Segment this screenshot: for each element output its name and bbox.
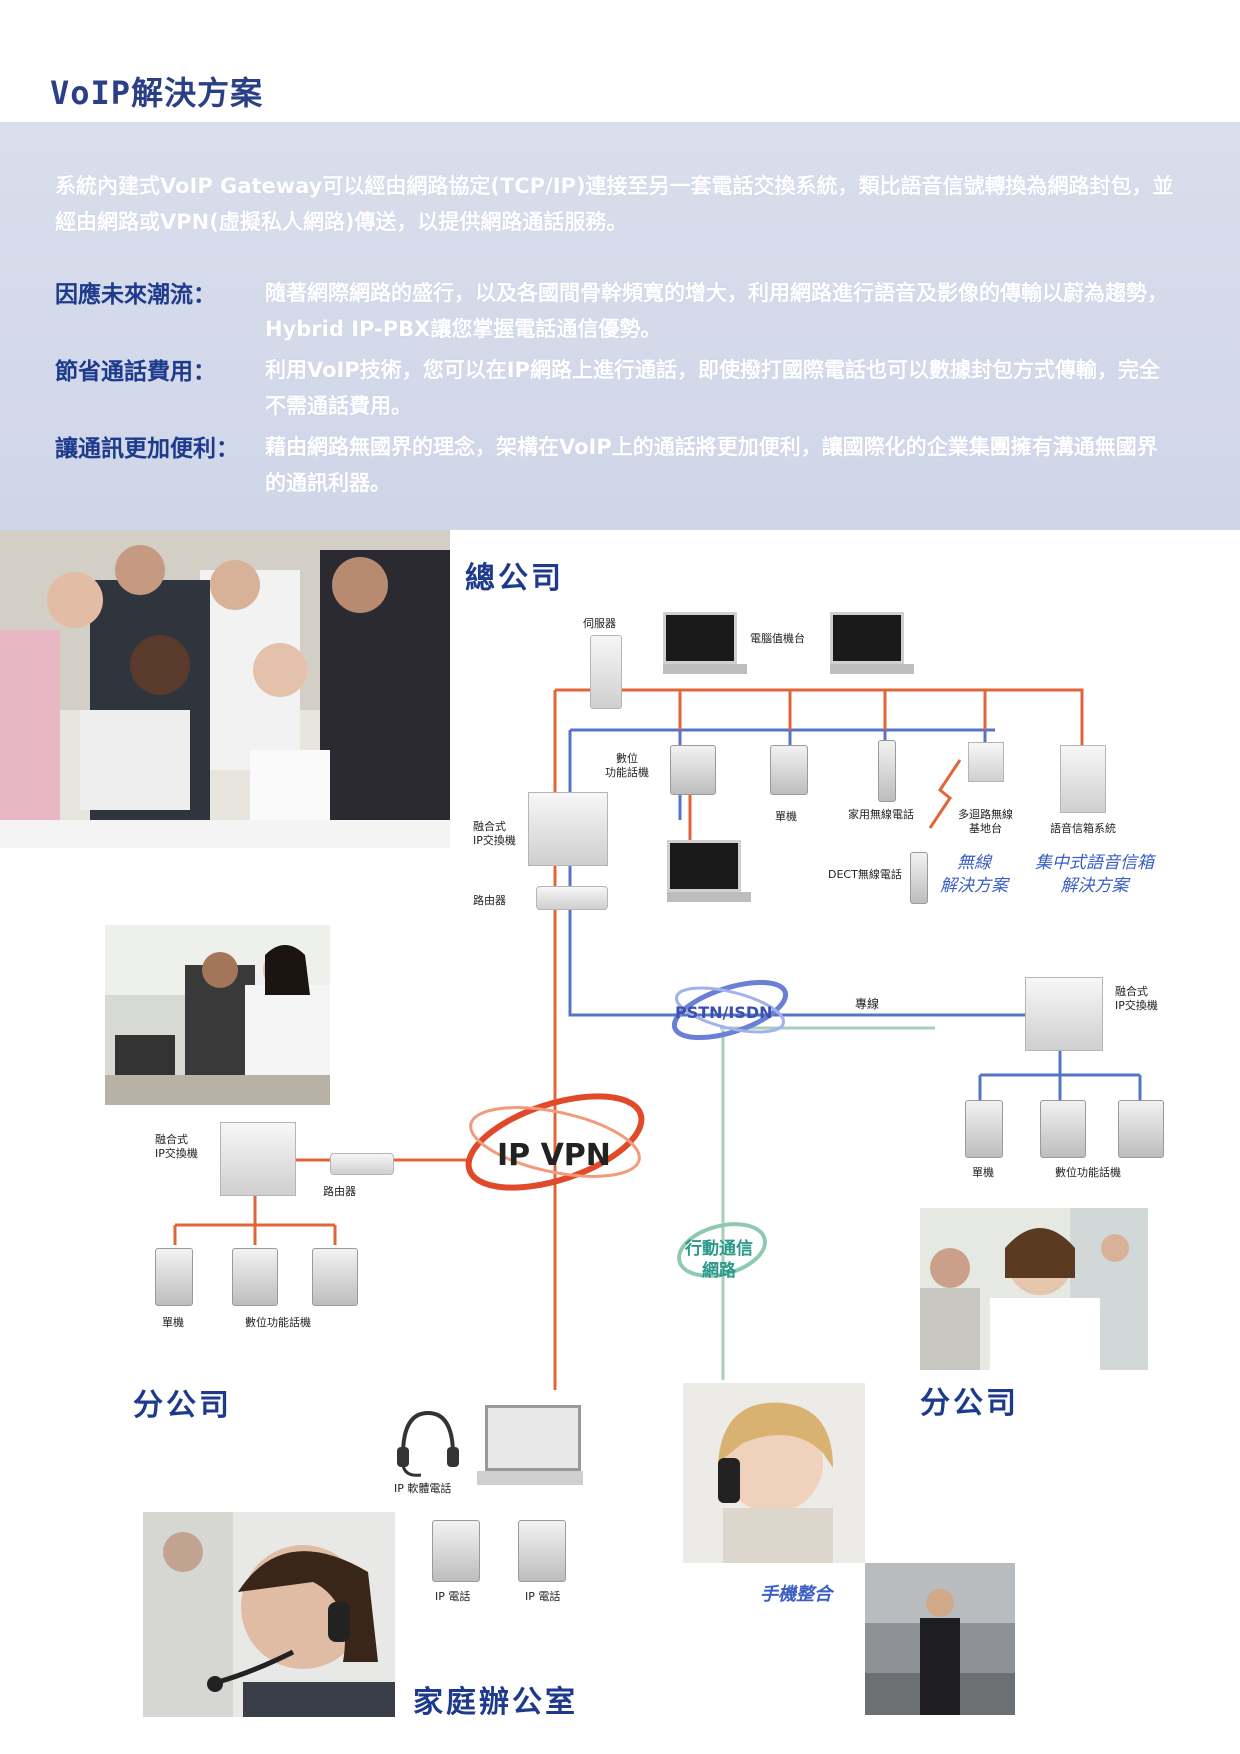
right-branch-digital-phone-icon xyxy=(1040,1100,1086,1158)
hq-router-label: 路由器 xyxy=(473,894,506,907)
left-branch-router-label: 路由器 xyxy=(323,1185,356,1198)
branch-phone-photo xyxy=(920,1208,1148,1370)
ip-vpn-ring-icon xyxy=(465,1093,645,1191)
hq-pbx-label: 融合式 IP交換機 xyxy=(473,820,516,847)
voicemail-system-icon xyxy=(1060,745,1106,813)
single-phone-label: 單機 xyxy=(775,810,797,823)
single-phone-icon xyxy=(770,745,808,795)
headset-icon xyxy=(397,1410,459,1477)
feature-label-trend: 因應未來潮流： xyxy=(55,282,216,308)
mobile-woman-photo xyxy=(683,1383,865,1563)
dect-phone-icon xyxy=(910,852,928,904)
hq-pbx-icon xyxy=(528,792,608,866)
feature-text-trend: 隨著網際網路的盛行，以及各國間骨幹頻寬的增大，利用網路進行語音及影像的傳輸以蔚為… xyxy=(265,281,1168,341)
laptop-console-icon xyxy=(663,612,747,674)
right-branch-single-phone-icon xyxy=(965,1100,1003,1158)
server-icon xyxy=(590,635,622,709)
multi-base-label: 多迴路無線 基地台 xyxy=(958,808,1013,835)
left-branch-digital-phone-icon-2 xyxy=(312,1248,358,1306)
left-branch-pbx-icon xyxy=(220,1122,296,1196)
left-branch-title: 分公司 xyxy=(133,1388,232,1423)
right-branch-digital-phone-icon-2 xyxy=(1118,1100,1164,1158)
left-branch-digital-phone-icon xyxy=(232,1248,278,1306)
left-branch-single-phone-icon xyxy=(155,1248,193,1306)
left-branch-single-label: 單機 xyxy=(162,1316,184,1329)
server-label: 伺服器 xyxy=(583,617,616,630)
team-photo xyxy=(0,530,450,848)
leased-line-label: 專線 xyxy=(855,997,880,1011)
digital-phone-label: 數位 功能話機 xyxy=(605,752,649,779)
intro-band xyxy=(0,122,1240,530)
dect-label: DECT無線電話 xyxy=(828,868,902,881)
home-cordless-label: 家用無線電話 xyxy=(848,808,914,821)
right-branch-pbx-icon xyxy=(1025,977,1103,1051)
ip-phone-icon-1 xyxy=(432,1520,480,1582)
cordless-phone-icon xyxy=(878,740,896,802)
pstn-ring-icon xyxy=(671,979,789,1041)
headset-operator-photo xyxy=(143,1512,395,1717)
ip-vpn-label: IP VPN xyxy=(497,1138,611,1173)
laptop-digital-icon xyxy=(667,840,751,902)
left-branch-digital-label: 數位功能話機 xyxy=(245,1316,311,1329)
ip-phone-label-1: IP 電話 xyxy=(435,1590,471,1603)
feature-label-savings: 節省通話費用： xyxy=(55,359,216,385)
mobile-network-label: 行動通信 網路 xyxy=(685,1239,753,1281)
softphone-laptop-icon xyxy=(477,1405,583,1485)
intro-text: 系統內建式VoIP Gateway可以經由網路協定(TCP/IP)連接至另一套電… xyxy=(55,174,1174,234)
right-branch-single-label: 單機 xyxy=(972,1166,994,1179)
mobile-network-ring-icon xyxy=(677,1222,767,1278)
ip-softphone-label: IP 軟體電話 xyxy=(394,1482,452,1495)
home-office-title: 家庭辦公室 xyxy=(413,1685,578,1720)
right-branch-title: 分公司 xyxy=(920,1386,1019,1421)
feature-text-convenience: 藉由網路無國界的理念，架構在VoIP上的通話將更加便利，讓國際化的企業集團擁有溝… xyxy=(265,435,1158,495)
right-branch-digital-label: 數位功能話機 xyxy=(1055,1166,1121,1179)
wireless-solution-label: 無線 解決方案 xyxy=(940,853,1008,896)
feature-text-savings: 利用VoIP技術，您可以在IP網路上進行通話，即使撥打國際電話也可以數據封包方式… xyxy=(265,358,1160,418)
digital-phone-icon xyxy=(670,745,716,795)
hq-router-icon xyxy=(536,886,608,910)
mobile-man-photo xyxy=(865,1563,1015,1715)
office-phone-photo xyxy=(105,925,330,1105)
left-branch-pbx-label: 融合式 IP交換機 xyxy=(155,1133,198,1160)
mobile-integration-label: 手機整合 xyxy=(760,1584,832,1605)
ip-phone-label-2: IP 電話 xyxy=(525,1590,561,1603)
right-branch-pbx-label: 融合式 IP交換機 xyxy=(1115,985,1158,1012)
hq-title: 總公司 xyxy=(465,561,564,596)
page-title: VoIP解決方案 xyxy=(50,74,264,112)
console-label: 電腦值機台 xyxy=(750,632,805,645)
ip-phone-icon-2 xyxy=(518,1520,566,1582)
laptop-icon xyxy=(830,612,914,674)
voicemail-solution-label: 集中式語音信箱 解決方案 xyxy=(1035,853,1154,896)
base-station-icon xyxy=(968,742,1004,782)
voicemail-label: 語音信箱系統 xyxy=(1050,822,1116,835)
left-branch-router-icon xyxy=(330,1153,394,1175)
feature-label-convenience: 讓通訊更加便利： xyxy=(55,436,239,462)
pstn-label: PSTN/ISDN xyxy=(675,1003,773,1022)
